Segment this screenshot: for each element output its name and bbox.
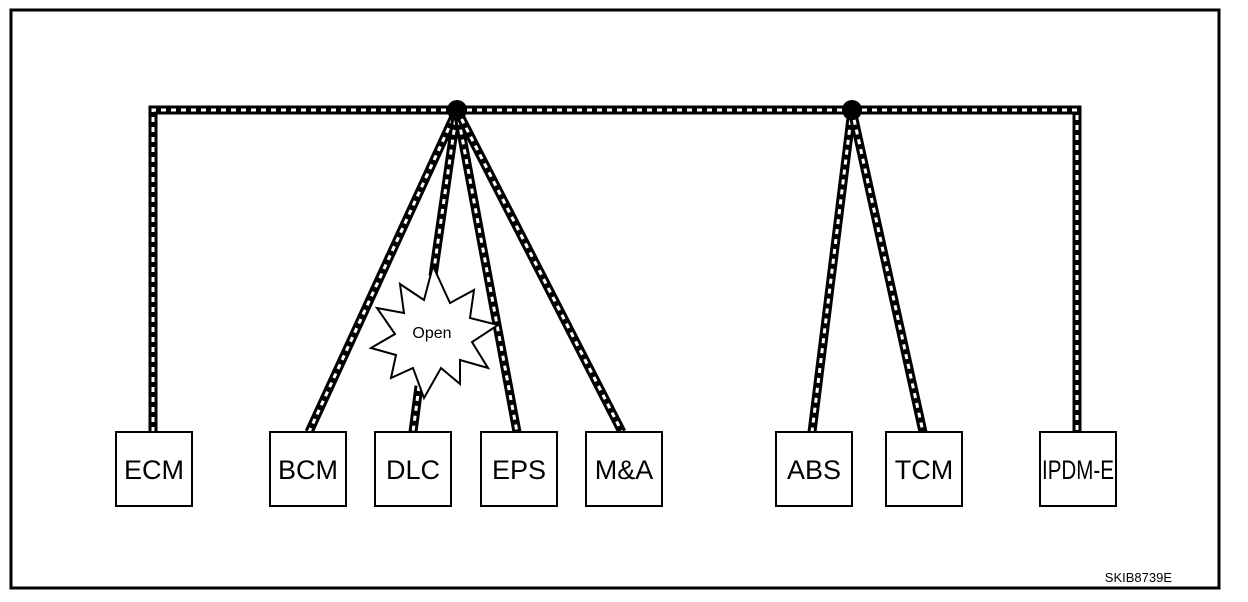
wire-trunk-left [148, 105, 457, 432]
module-box [885, 431, 963, 507]
module-box [775, 431, 853, 507]
open-label: Open [412, 325, 451, 342]
module-box [585, 431, 663, 507]
figure-code: SKIB8739E [1105, 570, 1173, 585]
module-label: DLC [386, 455, 440, 485]
splice-point-left [447, 100, 467, 120]
module-box [269, 431, 347, 507]
module-label: TCM [895, 455, 953, 485]
module-box [480, 431, 558, 507]
module-abs: ABS [775, 431, 853, 507]
module-ma: M&A [585, 431, 663, 507]
module-ecm: ECM [115, 431, 193, 507]
can-wiring [148, 105, 1082, 435]
wire-branch-eps [452, 109, 522, 433]
module-label: ABS [787, 455, 841, 485]
module-box [115, 431, 193, 507]
module-ipdm: IPDM-E [1039, 431, 1117, 507]
wire-branch-tcm [847, 109, 928, 433]
module-label: BCM [278, 455, 338, 485]
module-dlc: DLC [374, 431, 452, 507]
wire-branch-dlc-lower [408, 385, 424, 433]
module-tcm: TCM [885, 431, 963, 507]
wire-branch-abs [807, 109, 857, 433]
wire-branch-ma [452, 107, 627, 435]
wire-branch-bcm [304, 108, 462, 434]
splice-point-right [842, 100, 862, 120]
module-label: IPDM-E [1042, 455, 1114, 485]
open-starburst-icon [368, 263, 501, 401]
module-box [374, 431, 452, 507]
module-box [1039, 431, 1117, 507]
module-bcm: BCM [269, 431, 347, 507]
wire-branch-dlc-upper [428, 109, 462, 277]
module-label: M&A [595, 455, 654, 485]
module-label: ECM [124, 455, 184, 485]
wire-trunk-right [852, 105, 1082, 432]
module-label: EPS [492, 455, 546, 485]
open-circuit-marker: Open [368, 263, 501, 401]
module-eps: EPS [480, 431, 558, 507]
